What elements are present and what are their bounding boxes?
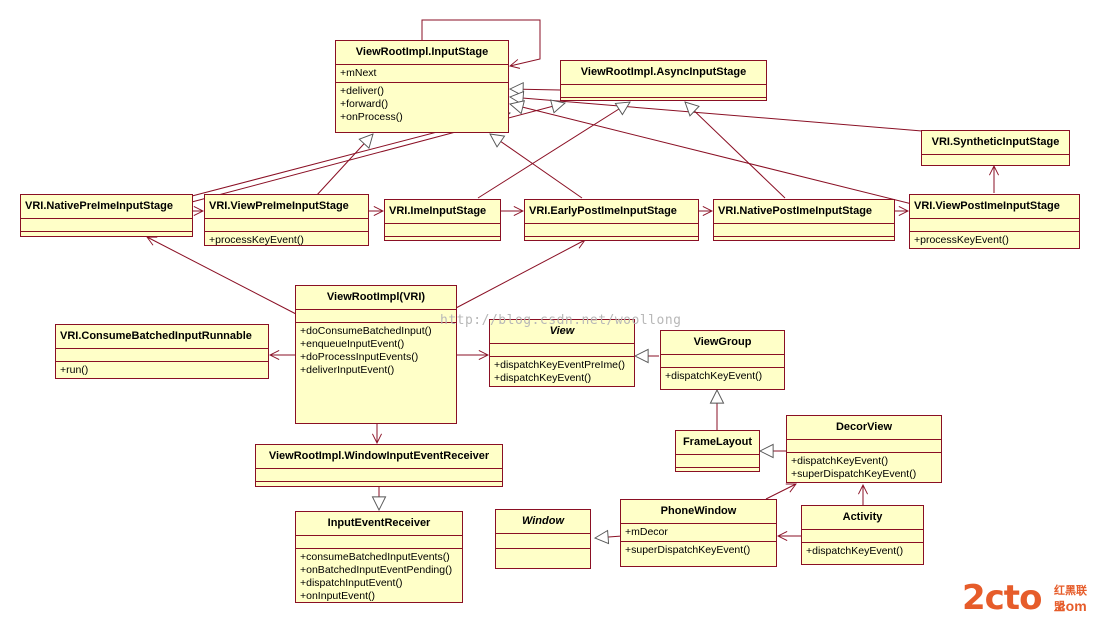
class-phonewindow-name: PhoneWindow bbox=[621, 500, 776, 524]
class-windowinputeventreceiver-name: ViewRootImpl.WindowInputEventReceiver bbox=[256, 445, 502, 469]
class-view-name: View bbox=[490, 320, 634, 344]
class-syntheticinputstage-name: VRI.SyntheticInputStage bbox=[922, 131, 1069, 155]
edge-vri-to-earlypostime bbox=[455, 240, 585, 309]
class-window-name: Window bbox=[496, 510, 590, 534]
class-windowinputeventreceiver: ViewRootImpl.WindowInputEventReceiver bbox=[255, 444, 503, 487]
class-consumebatchedinputrunnable: VRI.ConsumeBatchedInputRunnable +run() bbox=[55, 324, 269, 379]
logo-cn-text: 红黑联盟 bbox=[1054, 585, 1087, 613]
watermark-text: http://blog.csdn.net/woollong bbox=[440, 313, 682, 328]
op-oninputevent: +onInputEvent() bbox=[300, 590, 376, 602]
class-window: Window bbox=[495, 509, 591, 569]
op-dispatchkeyevent-view: +dispatchKeyEvent() bbox=[494, 372, 592, 384]
op-enqueueinputevent: +enqueueInputEvent() bbox=[300, 338, 405, 350]
class-viewgroup-name: ViewGroup bbox=[661, 331, 784, 355]
class-nativepreimeinputstage: VRI.NativePreImeInputStage bbox=[20, 194, 193, 237]
op-processkeyevent: +processKeyEvent() bbox=[209, 234, 304, 246]
op-onprocess: +onProcess() bbox=[340, 111, 403, 123]
class-viewrootimpl-name: ViewRootImpl(VRI) bbox=[296, 286, 456, 310]
site-logo: 2cto 红黑联盟 .com bbox=[962, 578, 1094, 618]
attr-mdecor: +mDecor bbox=[625, 526, 668, 538]
class-phonewindow: PhoneWindow +mDecor +superDispatchKeyEve… bbox=[620, 499, 777, 567]
class-nativepostimeinputstage: VRI.NativePostImeInputStage bbox=[713, 199, 895, 241]
class-nativepreimeinputstage-name: VRI.NativePreImeInputStage bbox=[21, 195, 192, 219]
edge-earlypostime-to-inputstage bbox=[490, 134, 583, 199]
op-onbatchedinputeventpending: +onBatchedInputEventPending() bbox=[300, 564, 453, 576]
class-viewpreimeinputstage-name: VRI.ViewPreImeInputStage bbox=[205, 195, 368, 219]
edge-asyncstage-to-inputstage bbox=[510, 89, 561, 90]
class-framelayout-name: FrameLayout bbox=[676, 431, 759, 455]
op-dispatchkeyevent-activity: +dispatchKeyEvent() bbox=[806, 545, 904, 557]
class-viewpostimeinputstage-name: VRI.ViewPostImeInputStage bbox=[910, 195, 1079, 219]
op-superdispatchkeyevent-decor: +superDispatchKeyEvent() bbox=[791, 468, 917, 480]
class-earlypostimeinputstage-name: VRI.EarlyPostImeInputStage bbox=[525, 200, 698, 224]
class-viewrootimpl-ops: +doConsumeBatchedInput() +enqueueInputEv… bbox=[296, 323, 456, 379]
op-deliver: +deliver() bbox=[340, 85, 385, 97]
class-inputstage-name: ViewRootImpl.InputStage bbox=[336, 41, 508, 65]
class-asyncinputstage: ViewRootImpl.AsyncInputStage bbox=[560, 60, 767, 101]
class-viewrootimpl: ViewRootImpl(VRI) +doConsumeBatchedInput… bbox=[295, 285, 457, 424]
op-dispatchkeyeventpreime: +dispatchKeyEventPreIme() bbox=[494, 359, 626, 371]
edge-nativepostime-to-async bbox=[685, 102, 786, 199]
logo-com-text: .com bbox=[1054, 598, 1087, 614]
class-imeinputstage-name: VRI.ImeInputStage bbox=[385, 200, 500, 224]
op-consumebatchedinputevents: +consumeBatchedInputEvents() bbox=[300, 551, 450, 563]
edge-viewpostime-to-inputstage bbox=[510, 104, 913, 205]
class-decorview-name: DecorView bbox=[787, 416, 941, 440]
attr-mnext: +mNext bbox=[340, 67, 377, 79]
class-inputeventreceiver-name: InputEventReceiver bbox=[296, 512, 462, 536]
op-dispatchkeyevent-viewgroup: +dispatchKeyEvent() bbox=[665, 370, 763, 382]
op-run: +run() bbox=[60, 364, 89, 376]
class-inputstage-attrs: +mNext bbox=[336, 65, 508, 83]
edge-viewpreime-to-inputstage bbox=[315, 134, 373, 197]
op-dispatchkeyevent-decor: +dispatchKeyEvent() bbox=[791, 455, 889, 467]
op-forward: +forward() bbox=[340, 98, 389, 110]
class-inputstage-ops: +deliver() +forward() +onProcess() bbox=[336, 83, 508, 126]
class-consumebatchedinputrunnable-name: VRI.ConsumeBatchedInputRunnable bbox=[56, 325, 268, 349]
class-view: View +dispatchKeyEventPreIme() +dispatch… bbox=[489, 319, 635, 387]
class-decorview: DecorView +dispatchKeyEvent() +superDisp… bbox=[786, 415, 942, 483]
op-doprocessinputevents: +doProcessInputEvents() bbox=[300, 351, 419, 363]
logo-mark: 2cto bbox=[962, 578, 1042, 618]
class-viewpreimeinputstage: VRI.ViewPreImeInputStage +processKeyEven… bbox=[204, 194, 369, 246]
op-superdispatchkeyevent-phonewindow: +superDispatchKeyEvent() bbox=[625, 544, 751, 556]
op-doconsumebatchedinput: +doConsumeBatchedInput() bbox=[300, 325, 432, 337]
op-deliverinputevent: +deliverInputEvent() bbox=[300, 364, 395, 376]
class-framelayout: FrameLayout bbox=[675, 430, 760, 472]
class-nativepostimeinputstage-name: VRI.NativePostImeInputStage bbox=[714, 200, 894, 224]
class-activity-name: Activity bbox=[802, 506, 923, 530]
class-inputstage: ViewRootImpl.InputStage +mNext +deliver(… bbox=[335, 40, 509, 133]
class-imeinputstage: VRI.ImeInputStage bbox=[384, 199, 501, 241]
class-viewpostimeinputstage: VRI.ViewPostImeInputStage +processKeyEve… bbox=[909, 194, 1080, 249]
edge-phonewindow-to-decorview bbox=[765, 484, 796, 500]
class-viewgroup: ViewGroup +dispatchKeyEvent() bbox=[660, 330, 785, 390]
class-inputeventreceiver: InputEventReceiver +consumeBatchedInputE… bbox=[295, 511, 463, 603]
op-dispatchinputevent: +dispatchInputEvent() bbox=[300, 577, 403, 589]
class-activity: Activity +dispatchKeyEvent() bbox=[801, 505, 924, 565]
op-processkeyevent-post: +processKeyEvent() bbox=[914, 234, 1009, 246]
class-asyncinputstage-name: ViewRootImpl.AsyncInputStage bbox=[561, 61, 766, 85]
class-syntheticinputstage: VRI.SyntheticInputStage bbox=[921, 130, 1070, 166]
edge-phonewindow-to-window bbox=[595, 536, 623, 538]
class-earlypostimeinputstage: VRI.EarlyPostImeInputStage bbox=[524, 199, 699, 241]
